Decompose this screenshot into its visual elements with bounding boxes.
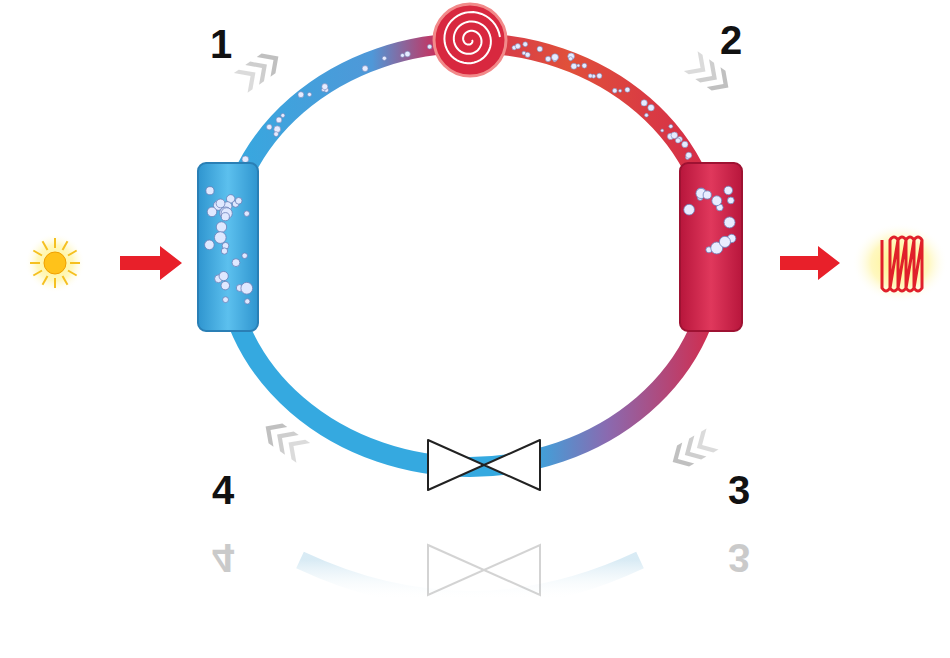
condenser-bubbles — [684, 186, 736, 254]
condenser — [680, 163, 742, 331]
flow-arrows — [234, 47, 735, 473]
callout-number: 3 — [728, 470, 750, 510]
reflection-valve — [428, 545, 540, 595]
sun-symbol — [25, 233, 85, 293]
evaporator — [198, 163, 258, 331]
compressor-spiral — [444, 12, 500, 63]
expansion-valve — [428, 440, 540, 490]
compressor — [434, 4, 506, 76]
heat-out-arrow — [780, 246, 840, 280]
heat-in-arrow — [120, 246, 182, 280]
evaporator-bubbles — [205, 187, 253, 304]
reflected-callout-number: 4 — [212, 538, 234, 578]
callout-number: 2 — [720, 20, 742, 60]
callout-number: 4 — [212, 470, 234, 510]
heater-symbol — [852, 223, 948, 303]
pipe-lower — [225, 255, 715, 467]
reflected-callout-number: 3 — [728, 538, 750, 578]
callout-number: 1 — [210, 24, 232, 64]
